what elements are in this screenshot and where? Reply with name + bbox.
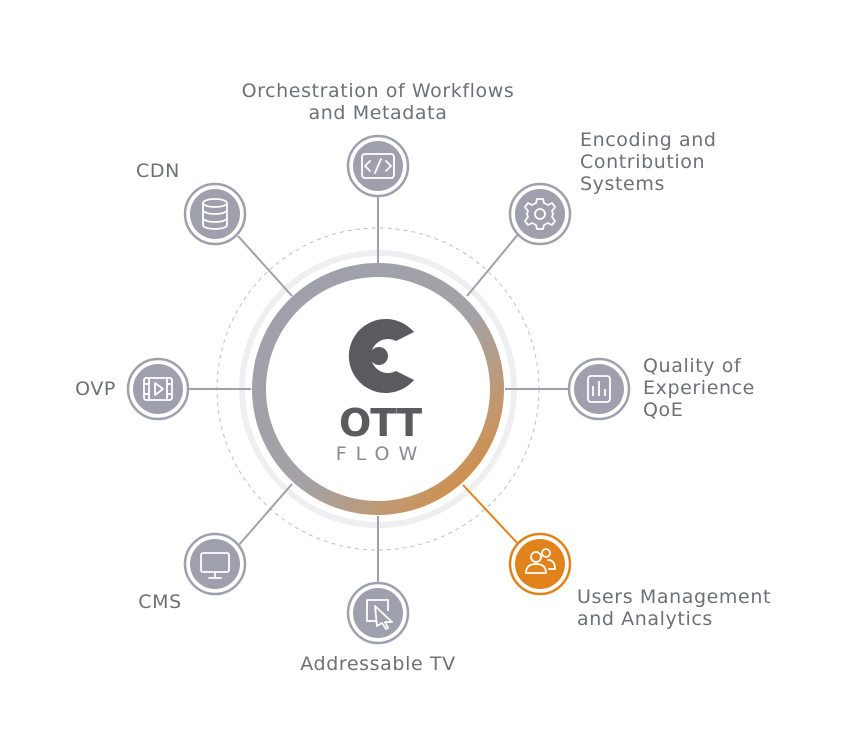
node-qoe[interactable]: [567, 357, 631, 421]
node-cms-inner: [190, 539, 240, 589]
users-icon: [525, 548, 556, 574]
node-cdn[interactable]: [183, 182, 247, 246]
node-orchestration[interactable]: [346, 134, 410, 198]
node-ovp-inner: [133, 364, 183, 414]
node-ovp[interactable]: [126, 357, 190, 421]
node-encoding-inner: [515, 189, 565, 239]
logo-sub: FLOW: [336, 443, 427, 465]
bar-chart-icon: [587, 375, 611, 403]
label-encoding: Encoding and Contribution Systems: [580, 129, 717, 195]
code-icon: [361, 153, 395, 179]
database-icon: [202, 198, 228, 230]
connector-users: [462, 484, 521, 547]
node-encoding[interactable]: [508, 182, 572, 246]
connectors: [189, 195, 569, 583]
connector-cms: [237, 483, 293, 547]
monitor-icon: [200, 552, 230, 579]
label-ovp: OVP: [75, 378, 116, 400]
ott-flow-logo: OTT FLOW: [336, 319, 427, 465]
logo-c-dot: [370, 347, 388, 365]
node-cms[interactable]: [183, 532, 247, 596]
connector-cdn: [237, 235, 293, 297]
label-cdn: CDN: [136, 160, 180, 182]
connector-encoding: [466, 231, 521, 297]
logo-name: OTT: [339, 401, 422, 445]
label-users: Users Management and Analytics: [577, 586, 772, 630]
logo-c-mark: [348, 319, 414, 393]
node-users[interactable]: [508, 532, 572, 596]
label-cms: CMS: [138, 591, 182, 613]
gear-icon: [524, 198, 556, 230]
node-group: [126, 134, 631, 645]
label-qoe: Quality of Experience QoE: [643, 355, 755, 421]
label-addressable: Addressable TV: [300, 653, 456, 675]
label-orchestration: Orchestration of Workflows and Metadata: [241, 80, 515, 124]
node-addressable[interactable]: [346, 581, 410, 645]
video-player-icon: [143, 377, 173, 401]
cursor-icon: [366, 599, 393, 630]
